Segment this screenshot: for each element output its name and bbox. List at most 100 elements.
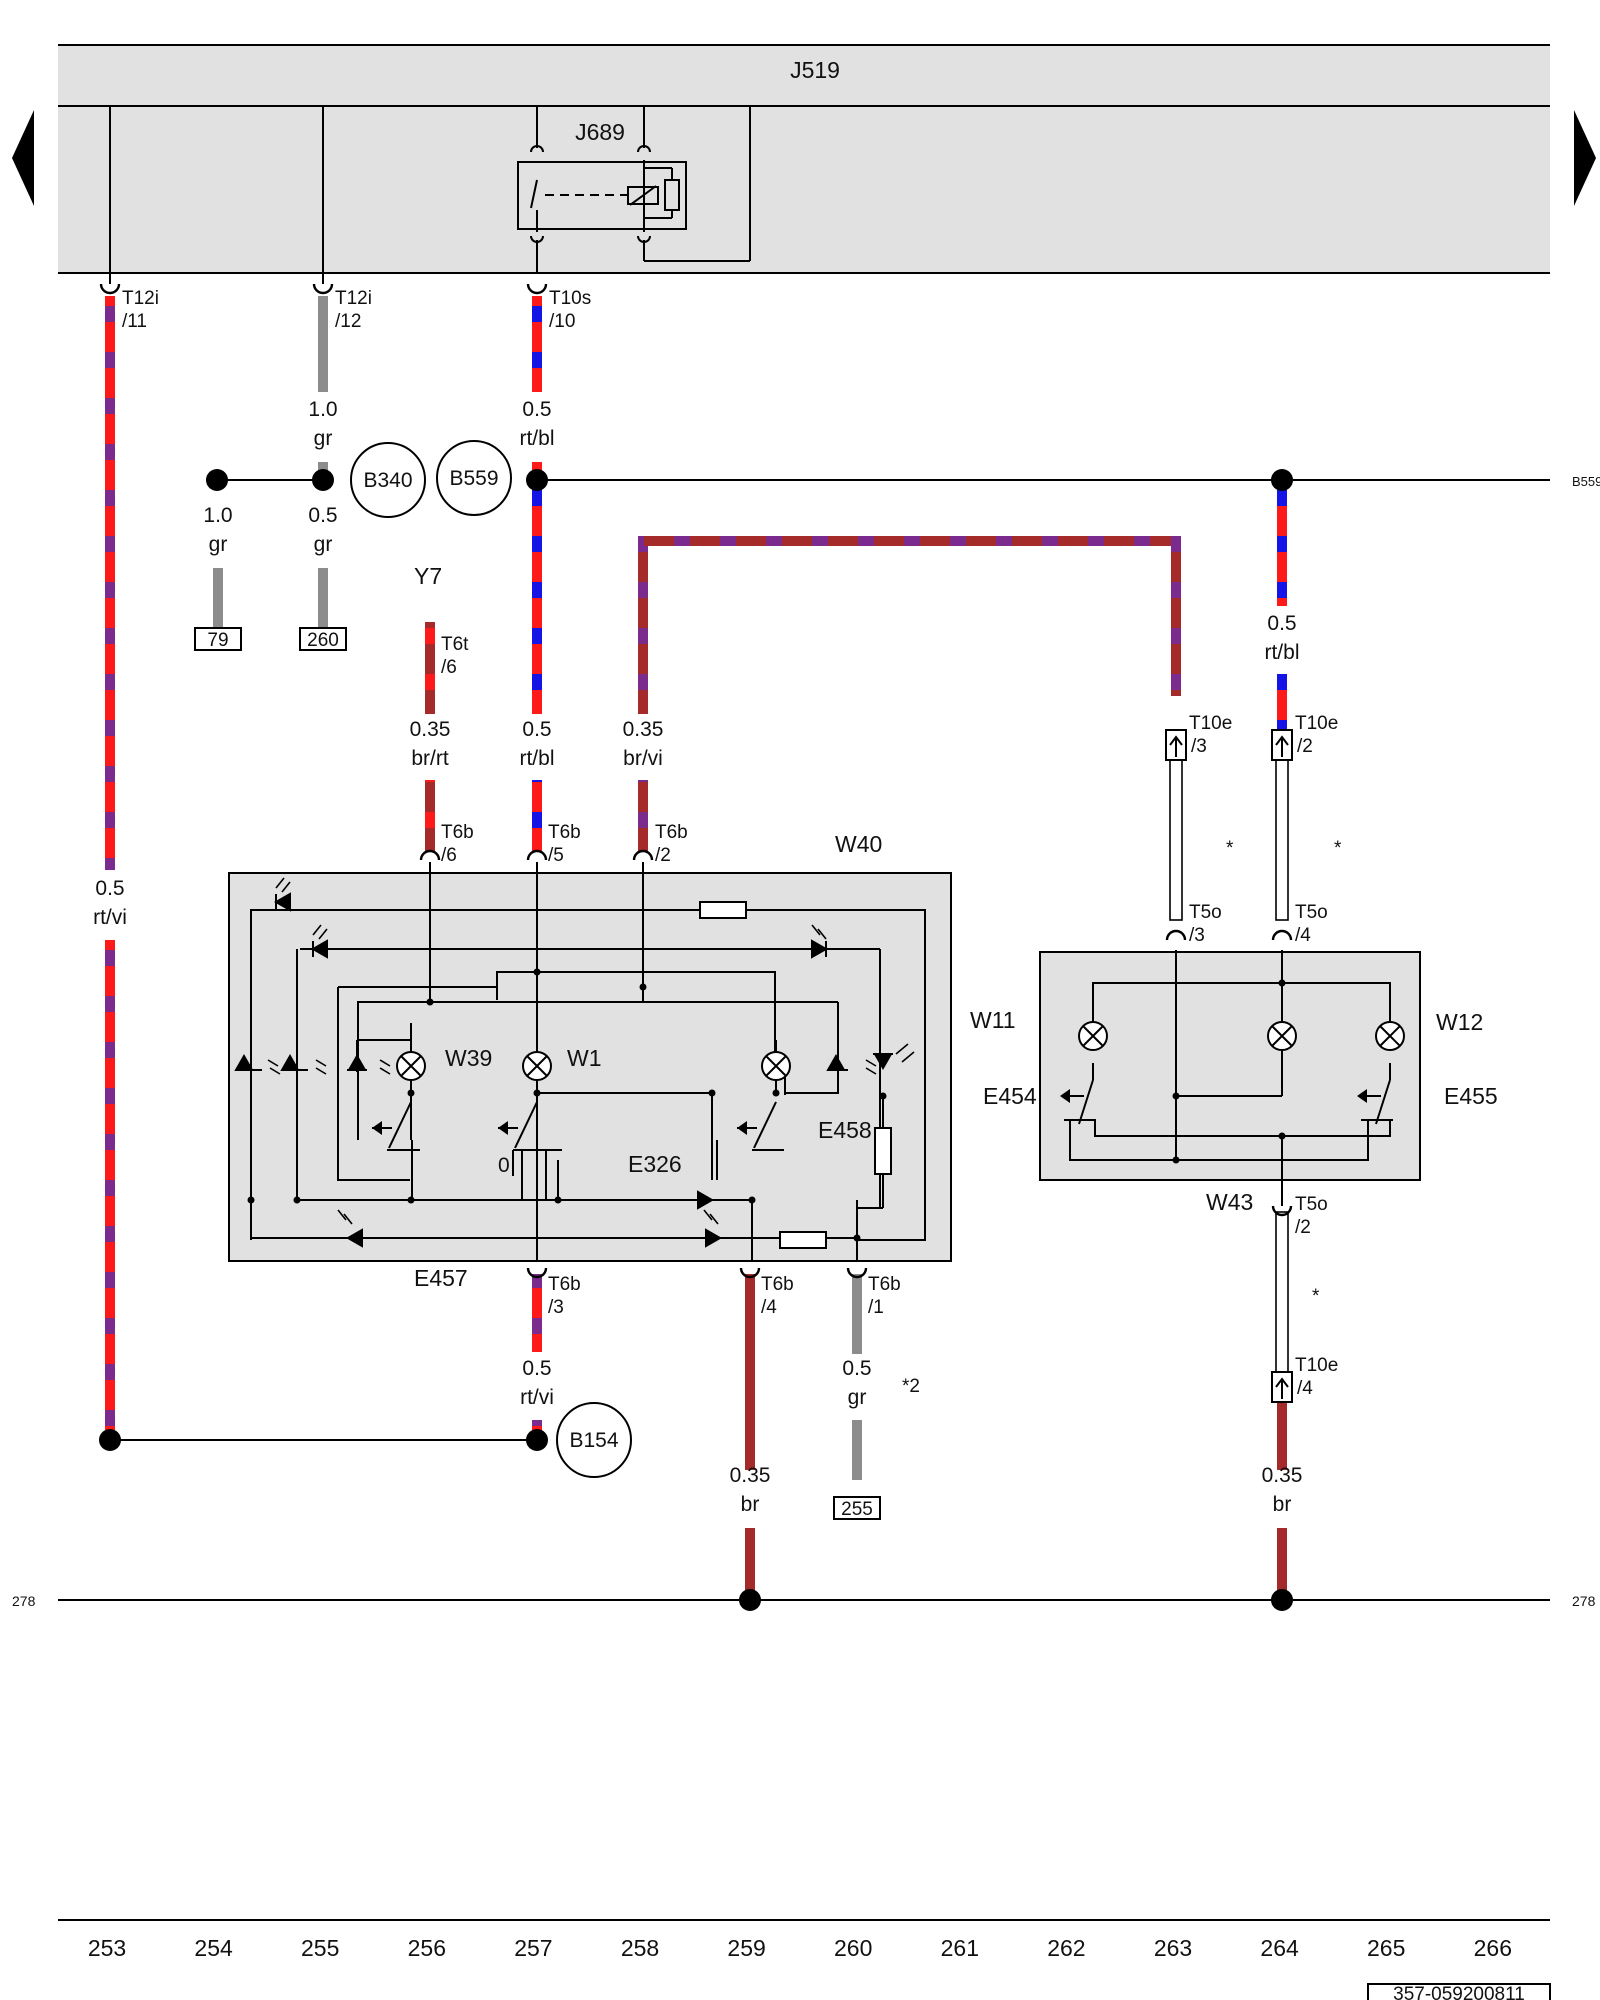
column-number: 254: [194, 1935, 233, 1961]
column-number: 264: [1260, 1935, 1299, 1961]
wire-gr-1-gauge: 0.5: [842, 1357, 871, 1380]
conn-t6b-4-b: /4: [761, 1297, 777, 1318]
conn-t6b-2-b: /2: [655, 845, 671, 866]
wire-brrt-color: br/rt: [411, 747, 449, 770]
conn-t10e-3-b: /3: [1191, 736, 1207, 757]
wire-brvi-gauge: 0.35: [623, 718, 664, 741]
ref-260: 260: [307, 630, 339, 651]
wire-br-right-gauge: 0.35: [1262, 1464, 1303, 1487]
column-number: 256: [408, 1935, 446, 1961]
column-number: 259: [727, 1935, 765, 1961]
conn-t6b-3-a: T6b: [548, 1274, 581, 1295]
wire-labels: 0.5 rt/vi 1.0 gr 0.5 rt/bl 1.0 gr 0.5 gr…: [93, 398, 1302, 1516]
wire-br-4-gauge: 0.35: [730, 1464, 771, 1487]
label-w39: W39: [445, 1045, 492, 1071]
next-page-arrow-icon[interactable]: [1574, 110, 1596, 206]
conn-t10s-a: T10s: [549, 288, 591, 309]
label-w40: W40: [835, 831, 882, 857]
conn-t6b-6-b: /6: [441, 845, 457, 866]
wire-gr-12-gauge: 1.0: [308, 398, 337, 421]
note-star-2: *: [1334, 838, 1342, 859]
label-e458: E458: [818, 1117, 872, 1143]
conn-t6b-4-a: T6b: [761, 1274, 794, 1295]
conn-t12i-11-a: T12i: [122, 288, 159, 309]
wire-rtbl-10-gauge: 0.5: [522, 398, 551, 421]
column-number: 255: [301, 1935, 339, 1961]
conn-t5o-4-a: T5o: [1295, 902, 1328, 923]
conn-t5o-3-a: T5o: [1189, 902, 1222, 923]
label-w43: W43: [1206, 1189, 1253, 1215]
conn-t10e-4-a: T10e: [1295, 1355, 1338, 1376]
label-w12: W12: [1436, 1009, 1483, 1035]
wire-brvi-color: br/vi: [623, 747, 663, 770]
wire-gr-260-color: gr: [314, 533, 333, 556]
doc-id: 357-059200811: [1393, 1984, 1525, 2000]
column-number: 266: [1474, 1935, 1512, 1961]
conn-t10e-2-a: T10e: [1295, 713, 1338, 734]
component-w43: W11 W12 E454 E455 W43: [970, 950, 1498, 1215]
column-number: 261: [941, 1935, 979, 1961]
column-number: 263: [1154, 1935, 1192, 1961]
conn-t6b-5-a: T6b: [548, 822, 581, 843]
prev-page-arrow-icon[interactable]: [12, 110, 34, 206]
conn-t5o-4-b: /4: [1295, 925, 1311, 946]
conn-t12i-12-b: /12: [335, 311, 361, 332]
label-w11: W11: [970, 1007, 1016, 1033]
wires: [105, 296, 1287, 1602]
conn-t6b-2-a: T6b: [655, 822, 688, 843]
wire-gr-79-gauge: 1.0: [203, 504, 232, 527]
wire-rtbl-5-color: rt/bl: [519, 747, 554, 770]
wire-gr-12-color: gr: [314, 427, 333, 450]
relay-label: J689: [575, 119, 625, 145]
conn-t10s-b: /10: [549, 311, 575, 332]
conn-t10e-2-b: /2: [1297, 736, 1313, 757]
note-star-3: *: [1312, 1286, 1320, 1307]
conn-t10e-4-b: /4: [1297, 1378, 1313, 1399]
wire-rtbl-right-color: rt/bl: [1264, 641, 1299, 664]
conn-t5o-2-b: /2: [1295, 1217, 1311, 1238]
column-number: 257: [514, 1935, 552, 1961]
conn-t6b-5-b: /5: [548, 845, 564, 866]
conn-t6t-a: T6t: [441, 634, 469, 655]
edge-number-left: 278: [12, 1593, 36, 1609]
module-title: J519: [790, 57, 840, 83]
wire-rtvi-3-gauge: 0.5: [522, 1357, 551, 1380]
wire-br-right-color: br: [1273, 1493, 1292, 1516]
wire-brrt-gauge: 0.35: [410, 718, 451, 741]
conn-t12i-11-b: /11: [122, 311, 147, 332]
bus-right-label: B559: [1572, 474, 1600, 489]
label-e454: E454: [983, 1083, 1037, 1109]
column-number: 258: [621, 1935, 659, 1961]
conn-t6b-3-b: /3: [548, 1297, 564, 1318]
label-e455: E455: [1444, 1083, 1498, 1109]
circle-b559: B559: [449, 467, 498, 490]
conn-t6b-6-a: T6b: [441, 822, 474, 843]
conn-t6t-b: /6: [441, 657, 457, 678]
ref-255: 255: [841, 1499, 873, 1520]
label-e457: E457: [414, 1265, 468, 1291]
column-number: 265: [1367, 1935, 1405, 1961]
conn-t5o-2-a: T5o: [1295, 1194, 1328, 1215]
column-number: 253: [88, 1935, 126, 1961]
conn-t6b-1-b: /1: [868, 1297, 884, 1318]
wire-rtbl-10-color: rt/bl: [519, 427, 554, 450]
wire-rtbl-right-gauge: 0.5: [1267, 612, 1296, 635]
module-j519: J519: [58, 44, 1550, 274]
wire-rtvi-left-color: rt/vi: [93, 906, 127, 929]
wire-gr-260-gauge: 0.5: [308, 504, 337, 527]
conn-t5o-3-b: /3: [1189, 925, 1205, 946]
wire-rtbl-5-gauge: 0.5: [522, 718, 551, 741]
wire-rtvi-3-color: rt/vi: [520, 1386, 554, 1409]
conn-t6b-1-a: T6b: [868, 1274, 901, 1295]
label-y7: Y7: [414, 563, 442, 589]
wire-rtvi-left-gauge: 0.5: [95, 877, 124, 900]
wire-br-4-color: br: [741, 1493, 760, 1516]
component-w40: W40 W39 W1 E326 E458 E457 0: [228, 831, 952, 1291]
relay-j689: J689: [517, 106, 751, 273]
conn-t10e-3-a: T10e: [1189, 713, 1232, 734]
circle-b154: B154: [569, 1429, 618, 1452]
connector-cups: [99, 283, 1293, 1279]
wire-gr-79-color: gr: [209, 533, 228, 556]
